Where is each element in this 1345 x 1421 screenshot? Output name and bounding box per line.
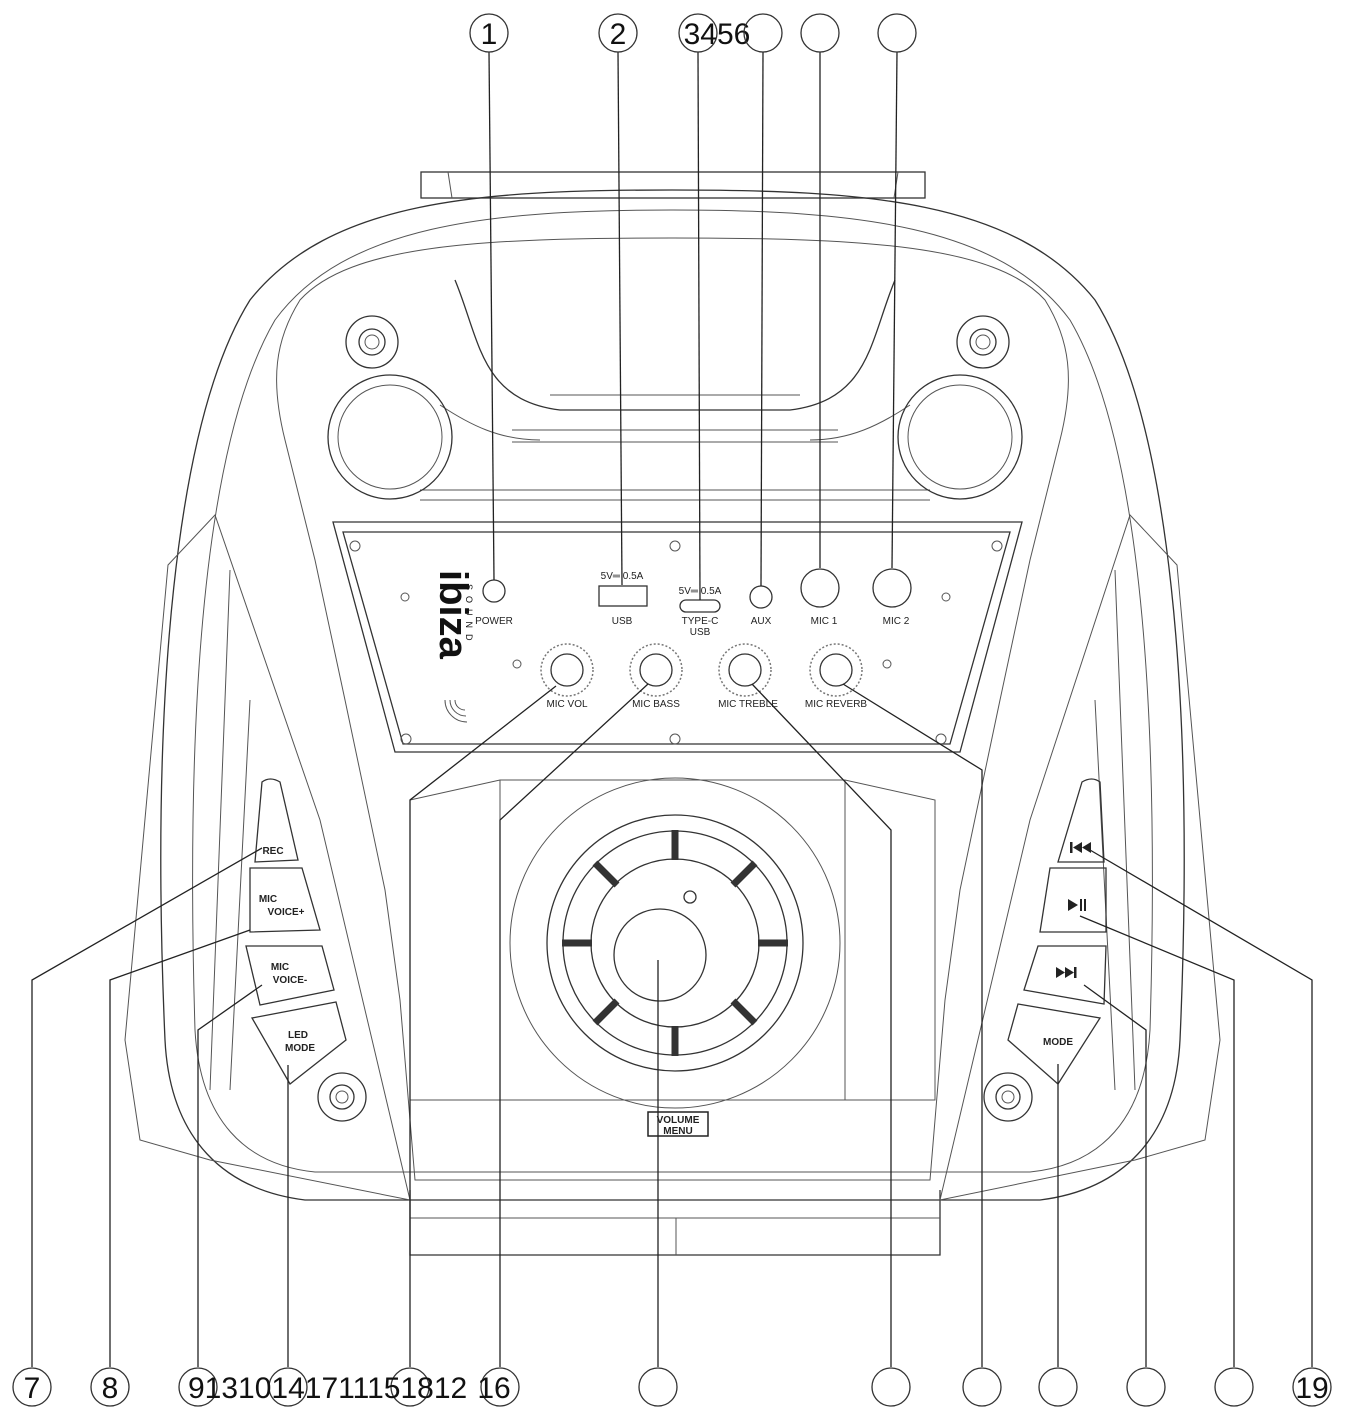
side-grip-right bbox=[939, 514, 1221, 1201]
callout-bottom-group-number: 91310141711151812 bbox=[188, 1372, 467, 1405]
aux-input[interactable]: AUX bbox=[749, 585, 773, 627]
mic-bass-label: MIC BASS bbox=[632, 699, 680, 710]
brand-logo: ibiza SOUND bbox=[431, 570, 475, 660]
callout-8: 8 bbox=[90, 1367, 130, 1407]
typec-label: TYPE-C bbox=[682, 616, 719, 627]
bolt-bottom-right bbox=[983, 1072, 1033, 1122]
callout-19: 19 bbox=[1292, 1367, 1332, 1407]
mic-vol-knob[interactable]: MIC VOL bbox=[540, 643, 594, 710]
volume-menu-label-box: VOLUME MENU bbox=[647, 1111, 709, 1137]
play-pause-icon bbox=[1068, 899, 1086, 911]
mic-treble-label: MIC TREBLE bbox=[718, 699, 778, 710]
sound-waves-icon bbox=[444, 699, 468, 723]
previous-track-button[interactable] bbox=[1057, 778, 1105, 863]
rec-button[interactable]: REC bbox=[254, 778, 299, 863]
mode-button[interactable]: MODE bbox=[1007, 1003, 1102, 1085]
speaker-body bbox=[160, 171, 1185, 1256]
rec-label: REC bbox=[262, 846, 283, 857]
aux-label: AUX bbox=[751, 616, 772, 627]
panel-screw-icon bbox=[349, 540, 1003, 745]
callout-16-number: 16 bbox=[477, 1372, 510, 1405]
callout-3456-number: 3456 bbox=[684, 18, 751, 51]
callout-top-6 bbox=[877, 13, 917, 53]
brand-subtitle: SOUND bbox=[464, 584, 474, 647]
bolt-top-right bbox=[956, 315, 1010, 369]
volume-label: VOLUME bbox=[657, 1115, 700, 1126]
typec-label-2: USB bbox=[690, 627, 711, 638]
previous-track-icon bbox=[1070, 842, 1091, 853]
callout-bottom-play bbox=[1214, 1367, 1254, 1407]
callout-bottom-group: 91310141711151812 bbox=[178, 1367, 467, 1407]
power-label: POWER bbox=[475, 616, 513, 627]
led-mode-button[interactable]: LED MODE bbox=[250, 1001, 347, 1085]
next-track-icon bbox=[1056, 967, 1077, 978]
mic2-input[interactable]: MIC 2 bbox=[872, 568, 912, 627]
callout-3456: 3456 bbox=[678, 13, 751, 53]
leader-lines-top bbox=[488, 51, 898, 601]
callout-2-number: 2 bbox=[610, 18, 627, 51]
led-mode-label-2: MODE bbox=[285, 1043, 315, 1054]
mic1-input[interactable]: MIC 1 bbox=[800, 568, 840, 627]
brand-name: ibiza bbox=[431, 570, 475, 660]
mic-voice-plus-label-2: VOICE+ bbox=[268, 907, 305, 918]
callout-2: 2 bbox=[598, 13, 638, 53]
mic-vol-label: MIC VOL bbox=[546, 699, 588, 710]
callout-16: 16 bbox=[477, 1367, 520, 1407]
led-mode-label: LED bbox=[288, 1030, 308, 1041]
callout-7-number: 7 bbox=[24, 1372, 41, 1405]
callout-top-5 bbox=[800, 13, 840, 53]
bolt-top-left bbox=[345, 315, 399, 369]
callout-8-number: 8 bbox=[102, 1372, 119, 1405]
tweeter-right bbox=[897, 374, 1023, 500]
mic-voice-minus-label-2: VOICE- bbox=[273, 975, 307, 986]
power-button[interactable]: POWER bbox=[475, 579, 513, 627]
mic-voice-plus-button[interactable]: MIC VOICE+ bbox=[249, 867, 321, 933]
menu-label: MENU bbox=[663, 1126, 692, 1137]
mic2-label: MIC 2 bbox=[883, 616, 910, 627]
callout-bottom-next bbox=[1126, 1367, 1166, 1407]
callout-top-4 bbox=[743, 13, 783, 53]
callout-bottom-mode bbox=[1038, 1367, 1078, 1407]
mode-label: MODE bbox=[1043, 1037, 1073, 1048]
side-grip-left bbox=[124, 514, 411, 1201]
callout-19-number: 19 bbox=[1295, 1372, 1328, 1405]
mic-voice-minus-label: MIC bbox=[271, 962, 289, 973]
callout-bottom-treble bbox=[871, 1367, 911, 1407]
woofer bbox=[409, 777, 936, 1109]
control-panel: ibiza SOUND bbox=[332, 521, 1023, 753]
callout-bottom-volume bbox=[638, 1367, 678, 1407]
mic-reverb-knob[interactable]: MIC REVERB bbox=[805, 643, 868, 710]
callout-7: 7 bbox=[12, 1367, 52, 1407]
play-pause-button[interactable] bbox=[1039, 867, 1107, 933]
tweeter-left bbox=[327, 374, 453, 500]
volume-menu-knob[interactable] bbox=[683, 890, 697, 904]
usb-port[interactable]: 5V═ 0.5A USB bbox=[598, 571, 648, 627]
mic-reverb-label: MIC REVERB bbox=[805, 699, 868, 710]
callout-1-number: 1 bbox=[481, 18, 498, 51]
mic-voice-plus-label: MIC bbox=[259, 894, 277, 905]
next-track-button[interactable] bbox=[1023, 945, 1107, 1005]
leader-lines-bottom bbox=[31, 683, 1313, 1367]
mic1-label: MIC 1 bbox=[811, 616, 838, 627]
bolt-bottom-left bbox=[317, 1072, 367, 1122]
mic-voice-minus-button[interactable]: MIC VOICE- bbox=[245, 945, 335, 1006]
callout-1: 1 bbox=[469, 13, 509, 53]
callout-bottom-reverb bbox=[962, 1367, 1002, 1407]
mic-treble-knob[interactable]: MIC TREBLE bbox=[718, 643, 778, 710]
usb-label: USB bbox=[612, 616, 633, 627]
mic-bass-knob[interactable]: MIC BASS bbox=[629, 643, 683, 710]
